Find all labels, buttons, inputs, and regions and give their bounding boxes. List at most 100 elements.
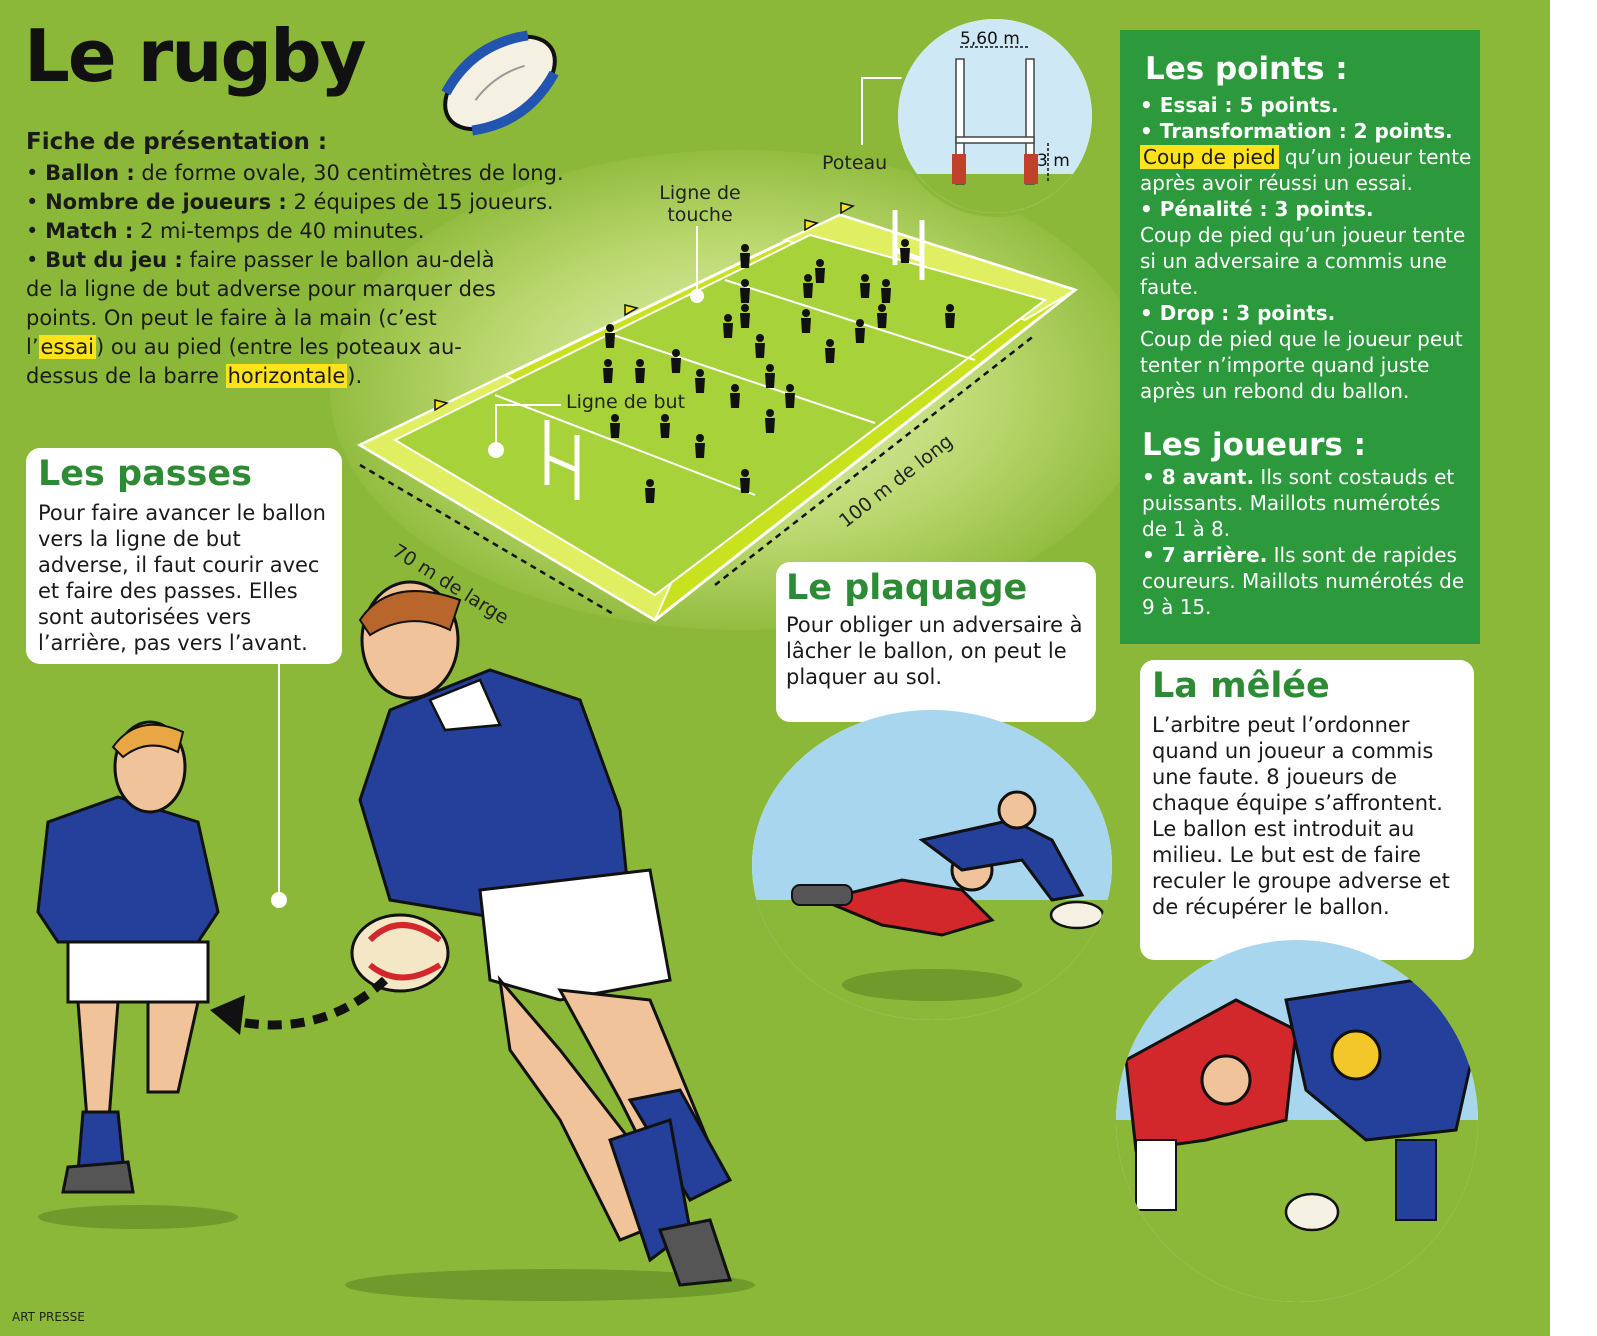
card-body: Pour obliger un adversaire à lâcher le b… bbox=[786, 613, 1083, 689]
fiche-item-match: • Match : 2 mi-temps de 40 minutes. bbox=[26, 219, 425, 243]
corner-flags bbox=[434, 202, 855, 412]
player-silhouette bbox=[603, 359, 613, 383]
card-body: L’arbitre peut l’ordonner quand un joueu… bbox=[1152, 713, 1450, 919]
points-transfo-label: • Transformation : 2 points. bbox=[1140, 119, 1453, 143]
points-list: • Essai : 5 points. • Transformation : 2… bbox=[1140, 92, 1475, 404]
touche-pointer bbox=[690, 226, 704, 303]
points-penalite: • Pénalité : 3 points. bbox=[1140, 196, 1475, 222]
player-silhouette bbox=[815, 259, 825, 283]
player-silhouette bbox=[635, 359, 645, 383]
fiche-label: Ballon : bbox=[45, 161, 135, 185]
field-players bbox=[603, 239, 955, 503]
fiche-label: Match : bbox=[45, 219, 134, 243]
midline bbox=[612, 334, 876, 424]
label-poteau: Poteau bbox=[822, 152, 888, 174]
highlight-horizontale: horizontale bbox=[225, 364, 348, 388]
card-title: La mêlée bbox=[1152, 666, 1330, 706]
player-silhouette bbox=[723, 314, 733, 338]
melee-illustration bbox=[1116, 940, 1478, 1302]
points-and-players-box: Les points : • Essai : 5 points. • Trans… bbox=[1120, 30, 1480, 644]
points-title: Les points : bbox=[1145, 51, 1348, 87]
infographic-canvas: Le rugby Fiche de présentation : • Ballo… bbox=[0, 0, 1550, 1336]
fiche-text: de forme ovale, 30 centimètres de long. bbox=[134, 161, 564, 185]
fiche-text: 2 équipes de 15 joueurs. bbox=[286, 190, 554, 214]
player-silhouette bbox=[740, 244, 750, 268]
joueurs-avant-label: • 8 avant. bbox=[1142, 465, 1255, 489]
card-melee: La mêlée L’arbitre peut l’ordonner quand… bbox=[1140, 660, 1474, 960]
fiche-text: 2 mi-temps de 40 minutes. bbox=[133, 219, 425, 243]
passes-pointer bbox=[271, 664, 287, 908]
player-silhouette bbox=[645, 479, 655, 503]
goal-post-inset: 5,60 m 3 m bbox=[894, 15, 1096, 217]
22m-line-right bbox=[724, 279, 976, 361]
player-silhouette bbox=[881, 279, 891, 303]
receiver-illustration bbox=[36, 720, 238, 1229]
joueurs-avant: • 8 avant. Ils sont costauds et puissant… bbox=[1142, 464, 1467, 542]
points-transfo-desc: Coup de pied qu’un joueur tente après av… bbox=[1140, 144, 1475, 196]
fiche-item-joueurs: • Nombre de joueurs : 2 équipes de 15 jo… bbox=[26, 190, 554, 214]
card-title: Le plaquage bbox=[786, 568, 1028, 608]
points-essai-label: • Essai : 5 points. bbox=[1140, 93, 1339, 117]
credit: ART PRESSE bbox=[12, 1310, 85, 1324]
melee-art bbox=[1116, 940, 1478, 1302]
card-passes: Les passes Pour faire avancer le ballon … bbox=[26, 448, 342, 664]
rugby-ball-icon bbox=[441, 30, 559, 136]
player-silhouette bbox=[695, 434, 705, 458]
label-ligne-but: Ligne de but bbox=[566, 391, 686, 413]
player-silhouette bbox=[765, 364, 775, 388]
points-drop: • Drop : 3 points. bbox=[1140, 300, 1475, 326]
player-silhouette bbox=[660, 414, 670, 438]
highlight-coup-de-pied: Coup de pied bbox=[1140, 145, 1279, 169]
fiche-text: ) ou au pied (entre les poteaux au-dessu… bbox=[26, 335, 462, 388]
fiche-text: ). bbox=[347, 364, 363, 388]
player-silhouette bbox=[860, 274, 870, 298]
player-silhouette bbox=[730, 384, 740, 408]
dim-height: 3 m bbox=[1037, 151, 1070, 171]
fiche-item-ballon: • Ballon : de forme ovale, 30 centimètre… bbox=[26, 161, 564, 185]
player-silhouette bbox=[855, 319, 865, 343]
joueurs-title: Les joueurs : bbox=[1142, 427, 1367, 463]
fiche-text: faire passer le ballon au-delà de la lig… bbox=[26, 248, 496, 359]
card-title: Les passes bbox=[38, 454, 252, 494]
ball-carrier bbox=[918, 790, 1105, 930]
page-title: Le rugby bbox=[24, 14, 367, 98]
player-silhouette bbox=[740, 279, 750, 303]
goal-post-inset-art bbox=[898, 19, 1092, 213]
points-penalite-label: • Pénalité : 3 points. bbox=[1140, 197, 1374, 221]
player-silhouette bbox=[825, 339, 835, 363]
points-drop-label: • Drop : 3 points. bbox=[1140, 301, 1336, 325]
player-silhouette bbox=[945, 304, 955, 328]
player-silhouette bbox=[605, 324, 615, 348]
player-silhouette bbox=[740, 304, 750, 328]
joueurs-arriere-label: • 7 arrière. bbox=[1142, 543, 1268, 567]
card-plaquage: Le plaquage Pour obliger un adversaire à… bbox=[776, 562, 1096, 722]
player-silhouette bbox=[765, 409, 775, 433]
player-silhouette bbox=[877, 304, 887, 328]
player-silhouette bbox=[740, 469, 750, 493]
dim-width: 5,60 m bbox=[960, 29, 1020, 49]
player-silhouette bbox=[610, 414, 620, 438]
player-silhouette bbox=[755, 334, 765, 358]
joueurs-list: • 8 avant. Ils sont costauds et puissant… bbox=[1142, 464, 1467, 620]
points-transfo-text: qu’un joueur tente après avoir réussi un… bbox=[1140, 145, 1472, 195]
fiche-item-but: • But du jeu : faire passer le ballon au… bbox=[26, 248, 496, 388]
fiche-label: But du jeu : bbox=[45, 248, 183, 272]
points-transformation: • Transformation : 2 points. bbox=[1140, 118, 1475, 144]
points-essai: • Essai : 5 points. bbox=[1140, 92, 1475, 118]
player-silhouette bbox=[900, 239, 910, 263]
player-silhouette bbox=[671, 349, 681, 373]
points-drop-desc: Coup de pied que le joueur peut tenter n… bbox=[1140, 327, 1463, 403]
fiche-presentation: Fiche de présentation : • Ballon : de fo… bbox=[26, 128, 626, 391]
points-penalite-desc: Coup de pied qu’un joueur tente si un ad… bbox=[1140, 223, 1466, 299]
goal-post-left bbox=[544, 420, 580, 500]
22m-line-left bbox=[494, 394, 756, 496]
highlight-essai: essai bbox=[38, 335, 97, 359]
card-body: Pour faire avancer le ballon vers la lig… bbox=[38, 501, 326, 655]
width-dim-arrow bbox=[359, 463, 616, 617]
pass-arrow-icon bbox=[210, 976, 389, 1035]
player-silhouette bbox=[785, 384, 795, 408]
plaquage-illustration bbox=[752, 710, 1112, 1020]
tackler bbox=[791, 848, 995, 937]
plaquage-art bbox=[752, 710, 1112, 1020]
joueurs-avant-text: Ils sont costauds et puissants. Maillots… bbox=[1142, 465, 1455, 541]
